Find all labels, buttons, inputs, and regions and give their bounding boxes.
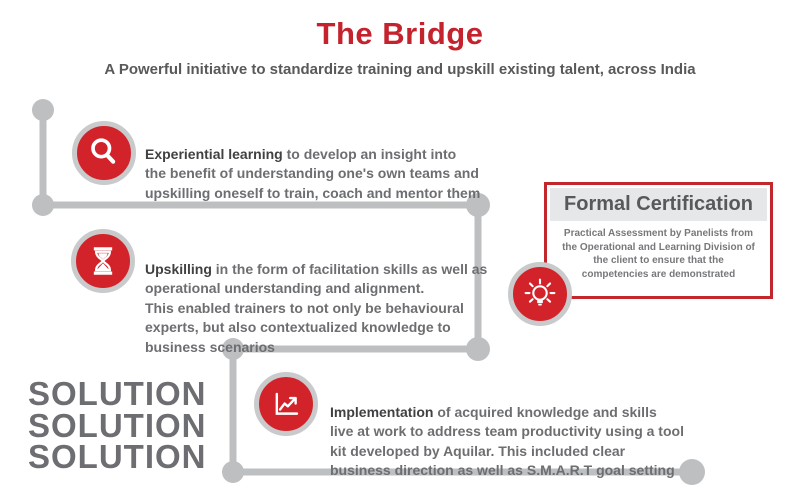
step3-text: Implementation of acquired knowledge and… <box>330 383 684 481</box>
step2-lead: Upskilling <box>145 260 212 277</box>
solution-watermark: SOLUTION SOLUTION SOLUTION <box>28 375 207 475</box>
solution-line: SOLUTION <box>28 375 207 412</box>
certification-circle <box>508 262 572 326</box>
path-node <box>32 194 54 216</box>
page-subtitle: A Powerful initiative to standardize tra… <box>104 61 696 78</box>
path-node <box>466 337 490 361</box>
page-title: The Bridge <box>316 16 484 51</box>
solution-line: SOLUTION <box>28 406 207 444</box>
step1-text: Experiential learning to develop an insi… <box>145 125 480 203</box>
certification-title: Formal Certification <box>550 188 767 221</box>
path-node-start <box>32 99 54 121</box>
path-node <box>222 338 244 360</box>
certification-body: Practical Assessment by Panelists from t… <box>562 228 755 280</box>
hourglass-icon <box>93 247 113 275</box>
line-chart-icon <box>275 392 299 415</box>
path-node <box>222 461 244 483</box>
step3-lead: Implementation <box>330 403 434 420</box>
solution-line: SOLUTION <box>28 438 207 475</box>
certification-box: Formal Certification Practical Assessmen… <box>544 182 773 299</box>
magnifier-icon <box>91 138 116 164</box>
step1-body: to develop an insight into the benefit o… <box>145 145 481 201</box>
step3-circle <box>254 372 318 436</box>
step1-lead: Experiential learning <box>145 145 283 162</box>
step2-text: Upskilling in the form of facilitation s… <box>145 240 487 357</box>
lightbulb-icon <box>524 278 556 306</box>
step3-body: of acquired knowledge and skills live at… <box>330 403 684 479</box>
path-node <box>466 193 490 217</box>
path-node-end <box>679 459 705 485</box>
step2-body: in the form of facilitation skills as we… <box>145 260 488 355</box>
step1-circle <box>72 121 136 185</box>
step2-circle <box>71 229 135 293</box>
